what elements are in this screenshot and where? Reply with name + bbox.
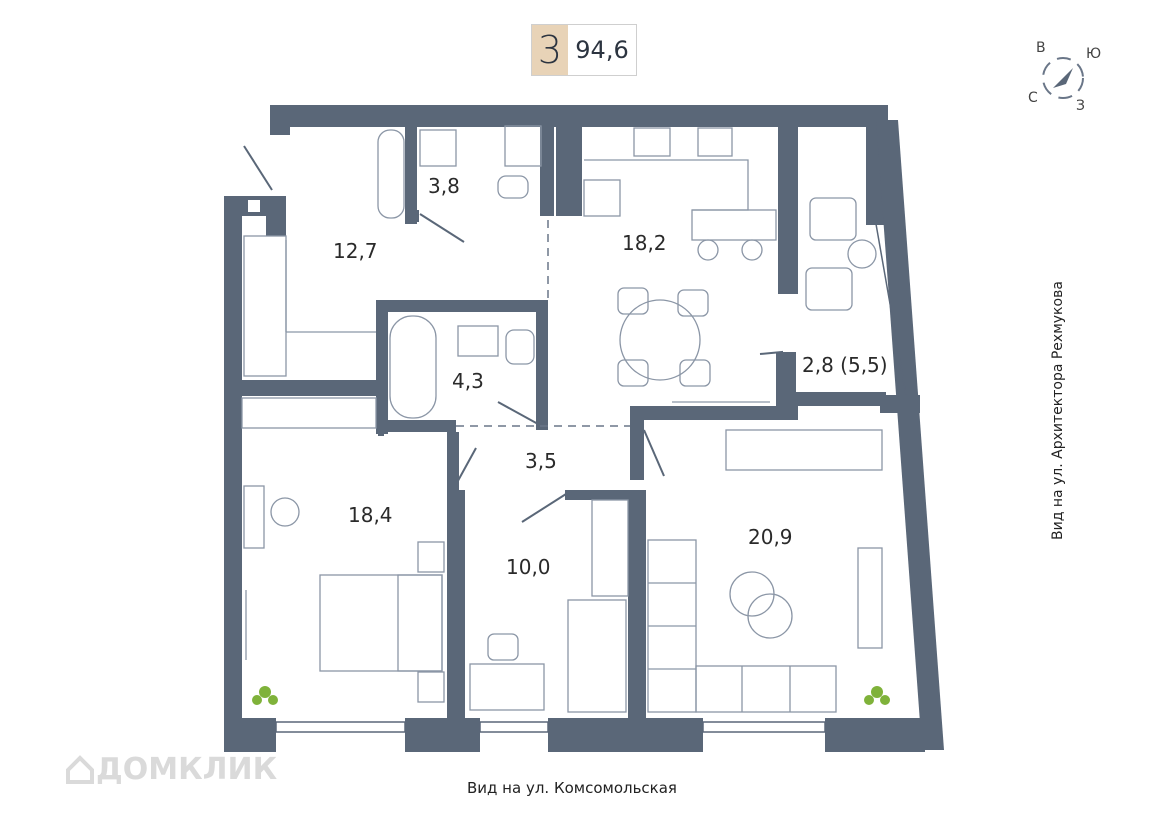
compass-west-label: З [1076, 98, 1085, 114]
room-area-bedroom: 18,4 [348, 503, 393, 527]
compass-icon [1042, 57, 1084, 99]
apartment-summary-badge: 3 94,6 [531, 24, 637, 76]
room-area-living-room: 20,9 [748, 525, 793, 549]
compass-south-label: Ю [1086, 46, 1102, 62]
windows [275, 223, 907, 733]
compass-north-label: С [1028, 90, 1038, 106]
total-area: 94,6 [575, 36, 629, 64]
watermark-text: ДОМКЛИК [96, 752, 278, 787]
zone-dividers [456, 220, 630, 427]
walls [224, 105, 944, 752]
domclick-watermark: ДОМКЛИК [64, 752, 277, 787]
room-area-bath-mid: 4,3 [452, 369, 484, 393]
rooms-count: 3 [532, 25, 568, 75]
doors [243, 145, 783, 523]
compass: В Ю С З [1028, 40, 1118, 120]
room-area-balcony: 2,8 (5,5) [802, 353, 888, 377]
room-area-corridor: 3,5 [525, 449, 557, 473]
room-area-bath-top: 3,8 [428, 174, 460, 198]
view-label-right: Вид на ул. Архитектора Рехмукова [1050, 281, 1066, 540]
room-area-hall-top: 12,7 [333, 239, 378, 263]
furniture [241, 125, 883, 713]
house-icon [66, 754, 94, 784]
compass-east-label: В [1036, 40, 1046, 56]
room-area-kids-room: 10,0 [506, 555, 551, 579]
room-area-kitchen: 18,2 [622, 231, 667, 255]
plant-icons [252, 686, 890, 705]
view-label-bottom: Вид на ул. Комсомольская [467, 779, 677, 797]
